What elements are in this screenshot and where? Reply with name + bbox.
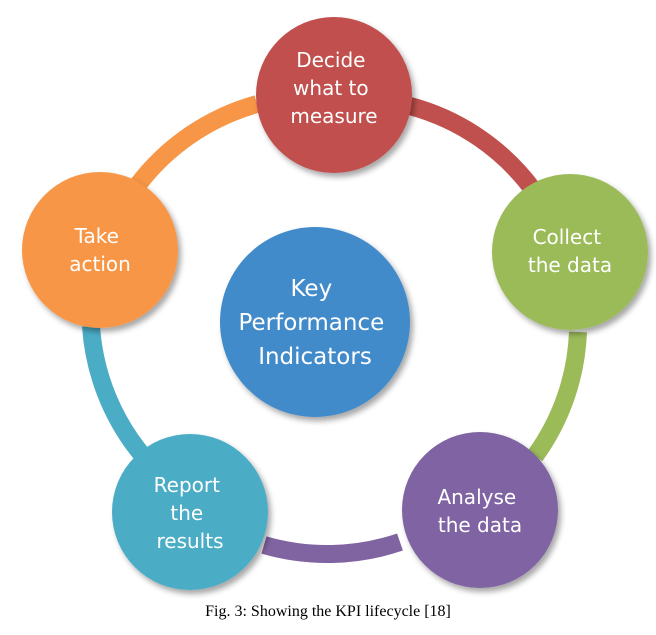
node-label-line: Analyse bbox=[437, 485, 516, 509]
node-collect-the-data: Collect the data bbox=[492, 174, 648, 330]
node-label: Decide what to measure bbox=[290, 48, 377, 128]
figure-caption: Fig. 3: Showing the KPI lifecycle [18] bbox=[205, 603, 451, 620]
node-label-line: Decide bbox=[296, 48, 365, 72]
center-label-line: Performance bbox=[238, 310, 384, 336]
connector-collect-to-analyse bbox=[527, 331, 587, 462]
connector-report-to-action bbox=[82, 325, 150, 462]
node-decide-what-to-measure: Decide what to measure bbox=[256, 17, 412, 173]
node-circle bbox=[112, 434, 268, 590]
connectors bbox=[82, 95, 587, 563]
node-label-line: the bbox=[170, 501, 203, 525]
node-label-line: Collect bbox=[533, 225, 602, 249]
node-circle bbox=[22, 172, 178, 328]
node-label-line: action bbox=[69, 252, 131, 276]
node-take-action: Take action bbox=[22, 172, 178, 328]
kpi-lifecycle-diagram: Key Performance Indicators Decide what t… bbox=[22, 17, 648, 590]
node-report-the-results: Report the results bbox=[112, 434, 268, 590]
center-label-line: Key bbox=[290, 276, 332, 302]
center-circle bbox=[220, 227, 410, 417]
center-label: Key Performance Indicators bbox=[238, 276, 391, 370]
node-label-line: the data bbox=[528, 253, 612, 277]
node-circle bbox=[402, 432, 558, 588]
node-label: Collect the data bbox=[528, 225, 612, 277]
node-label-line: what to bbox=[293, 76, 369, 100]
node-label: Take action bbox=[69, 224, 131, 276]
node-analyse-the-data: Analyse the data bbox=[402, 432, 558, 588]
node-label: Report the results bbox=[154, 473, 227, 553]
center-label-line: Indicators bbox=[258, 344, 372, 370]
node-label-line: the data bbox=[438, 513, 522, 537]
node-label-line: measure bbox=[290, 104, 377, 128]
connector-action-to-decide bbox=[129, 95, 260, 192]
center-node: Key Performance Indicators bbox=[220, 227, 410, 417]
node-circle bbox=[492, 174, 648, 330]
node-label-line: results bbox=[156, 529, 223, 553]
connector-decide-to-collect bbox=[407, 97, 542, 197]
node-label: Analyse the data bbox=[437, 485, 522, 537]
connector-analyse-to-report bbox=[261, 533, 403, 563]
node-circle bbox=[256, 17, 412, 173]
node-label-line: Take bbox=[74, 224, 119, 248]
node-label-line: Report bbox=[154, 473, 220, 497]
